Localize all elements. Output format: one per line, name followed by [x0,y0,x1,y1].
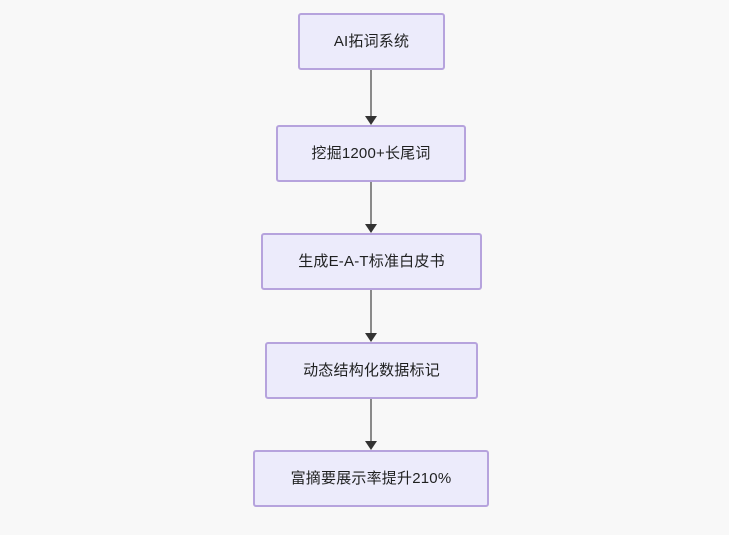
flow-node-label: 动态结构化数据标记 [303,361,440,379]
flow-node-label: 生成E-A-T标准白皮书 [298,252,445,270]
flow-node-generate-eat-whitepaper[interactable]: 生成E-A-T标准白皮书 [261,233,482,290]
flow-node-label: AI拓词系统 [333,32,410,50]
edge-line [370,182,372,225]
flow-node-label: 挖掘1200+长尾词 [311,144,431,162]
arrowhead-icon [365,441,377,450]
flow-node-label: 富摘要展示率提升210% [290,469,452,487]
arrowhead-icon [365,116,377,125]
edge-line [370,290,372,334]
arrowhead-icon [365,224,377,233]
flow-node-dynamic-structured-data-markup[interactable]: 动态结构化数据标记 [265,342,478,399]
flow-node-mine-longtail-keywords[interactable]: 挖掘1200+长尾词 [276,125,466,182]
edge-line [370,70,372,117]
edge-line [370,399,372,442]
flow-node-ai-keyword-system[interactable]: AI拓词系统 [298,13,445,70]
arrowhead-icon [365,333,377,342]
flow-node-rich-snippet-rate-increase[interactable]: 富摘要展示率提升210% [253,450,489,507]
